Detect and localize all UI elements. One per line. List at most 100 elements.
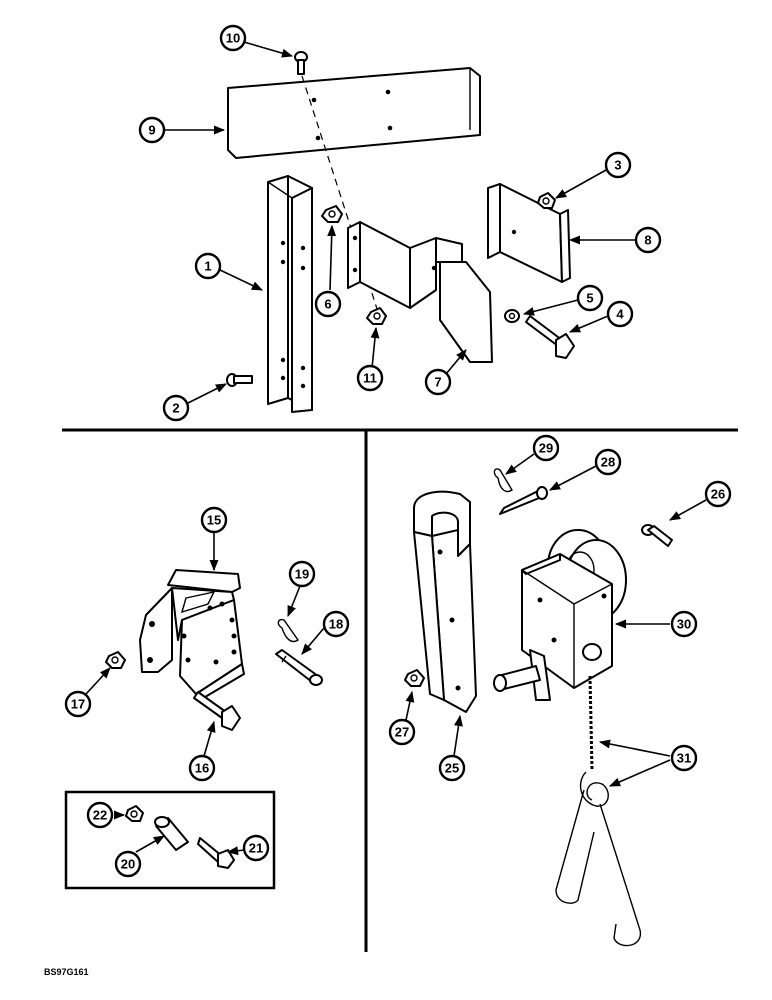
callout-22: 22 xyxy=(86,801,114,829)
callout-6: 6 xyxy=(314,290,342,318)
leader-20 xyxy=(135,835,165,853)
callout-29: 29 xyxy=(532,434,560,462)
part-25-strap xyxy=(413,490,477,713)
leader-21 xyxy=(226,846,245,856)
drawing-code: BS97G161 xyxy=(44,967,89,977)
svg-text:31: 31 xyxy=(677,751,691,766)
part-31-cable-hook xyxy=(555,675,641,947)
svg-text:8: 8 xyxy=(644,233,651,248)
callout-10: 10 xyxy=(219,24,247,52)
callout-7: 7 xyxy=(424,368,452,396)
part-11-nut xyxy=(366,307,387,325)
callout-8: 8 xyxy=(634,226,662,254)
part-5-washer xyxy=(504,309,520,323)
leader-31b xyxy=(608,759,671,787)
inset-box xyxy=(64,790,276,890)
svg-text:2: 2 xyxy=(172,401,179,416)
part-20-spacer-tube xyxy=(154,816,189,851)
callout-4: 4 xyxy=(606,300,634,328)
svg-text:10: 10 xyxy=(226,31,240,46)
part-1-channel-post xyxy=(267,175,313,413)
callout-11: 11 xyxy=(356,364,384,392)
leader-25 xyxy=(453,714,463,757)
part-15-hitch-bracket xyxy=(139,569,245,701)
callout-15: 15 xyxy=(200,506,228,534)
part-28-pin xyxy=(499,486,548,515)
callout-21: 21 xyxy=(242,834,270,862)
svg-text:26: 26 xyxy=(711,487,725,502)
part-9-plate xyxy=(227,67,481,159)
callout-25: 25 xyxy=(438,754,466,782)
callout-18: 18 xyxy=(322,610,350,638)
leader-29 xyxy=(505,453,535,475)
svg-text:17: 17 xyxy=(71,697,85,712)
svg-text:29: 29 xyxy=(539,441,553,456)
callout-16: 16 xyxy=(188,754,216,782)
callout-5: 5 xyxy=(576,284,604,312)
callout-9: 9 xyxy=(138,116,166,144)
leader-2 xyxy=(185,383,228,405)
part-27-nut xyxy=(404,669,425,687)
part-3-nut xyxy=(537,192,556,209)
part-22-nut xyxy=(125,805,144,822)
leader-7 xyxy=(445,349,467,375)
callout-26: 26 xyxy=(704,480,732,508)
svg-text:4: 4 xyxy=(616,307,624,322)
part-18-pin xyxy=(275,649,323,686)
svg-text:5: 5 xyxy=(586,291,593,306)
leader-4 xyxy=(568,315,609,333)
callout-3: 3 xyxy=(604,151,632,179)
svg-text:7: 7 xyxy=(434,375,441,390)
callout-30: 30 xyxy=(670,610,698,638)
leader-11 xyxy=(370,326,380,369)
leader-27 xyxy=(405,690,415,721)
svg-text:16: 16 xyxy=(195,761,209,776)
callout-2: 2 xyxy=(162,394,190,422)
leader-28 xyxy=(549,465,597,491)
svg-text:27: 27 xyxy=(395,725,409,740)
leader-31a xyxy=(598,739,671,757)
callout-31: 31 xyxy=(670,744,698,772)
part-26-bolt xyxy=(641,524,673,547)
svg-text:18: 18 xyxy=(329,617,343,632)
svg-text:1: 1 xyxy=(204,259,211,274)
leader-5 xyxy=(522,299,579,316)
callout-1: 1 xyxy=(194,252,222,280)
part-2-bolt xyxy=(226,373,253,387)
leader-17 xyxy=(85,667,111,695)
callout-27: 27 xyxy=(388,718,416,746)
svg-text:6: 6 xyxy=(324,297,331,312)
callout-28: 28 xyxy=(594,448,622,476)
part-7-offset-bracket xyxy=(347,221,493,363)
leader-16 xyxy=(203,720,216,757)
svg-text:15: 15 xyxy=(207,513,221,528)
svg-text:28: 28 xyxy=(601,455,615,470)
leader-26 xyxy=(669,499,707,521)
part-30-winch xyxy=(493,529,627,701)
callout-17: 17 xyxy=(64,690,92,718)
svg-text:19: 19 xyxy=(295,567,309,582)
svg-text:20: 20 xyxy=(121,857,135,872)
leader-10 xyxy=(243,41,294,58)
part-10-bolt xyxy=(294,51,308,75)
callout-19: 19 xyxy=(288,560,316,588)
svg-text:22: 22 xyxy=(93,808,107,823)
svg-text:11: 11 xyxy=(363,371,377,386)
leader-3 xyxy=(555,169,607,199)
leader-1 xyxy=(219,269,264,291)
leader-18 xyxy=(301,627,325,655)
svg-text:25: 25 xyxy=(445,761,459,776)
callout-20: 20 xyxy=(114,850,142,878)
part-17-nut xyxy=(105,651,126,669)
leader-19 xyxy=(287,585,301,618)
svg-text:3: 3 xyxy=(614,158,621,173)
svg-text:21: 21 xyxy=(249,841,263,856)
svg-text:9: 9 xyxy=(148,123,155,138)
svg-text:30: 30 xyxy=(677,617,691,632)
part-8-u-bracket xyxy=(487,183,571,283)
part-19-hair-pin-clip xyxy=(277,618,299,643)
part-21-bolt xyxy=(197,837,235,869)
part-6-nut xyxy=(321,205,343,223)
leader-6 xyxy=(327,224,337,291)
